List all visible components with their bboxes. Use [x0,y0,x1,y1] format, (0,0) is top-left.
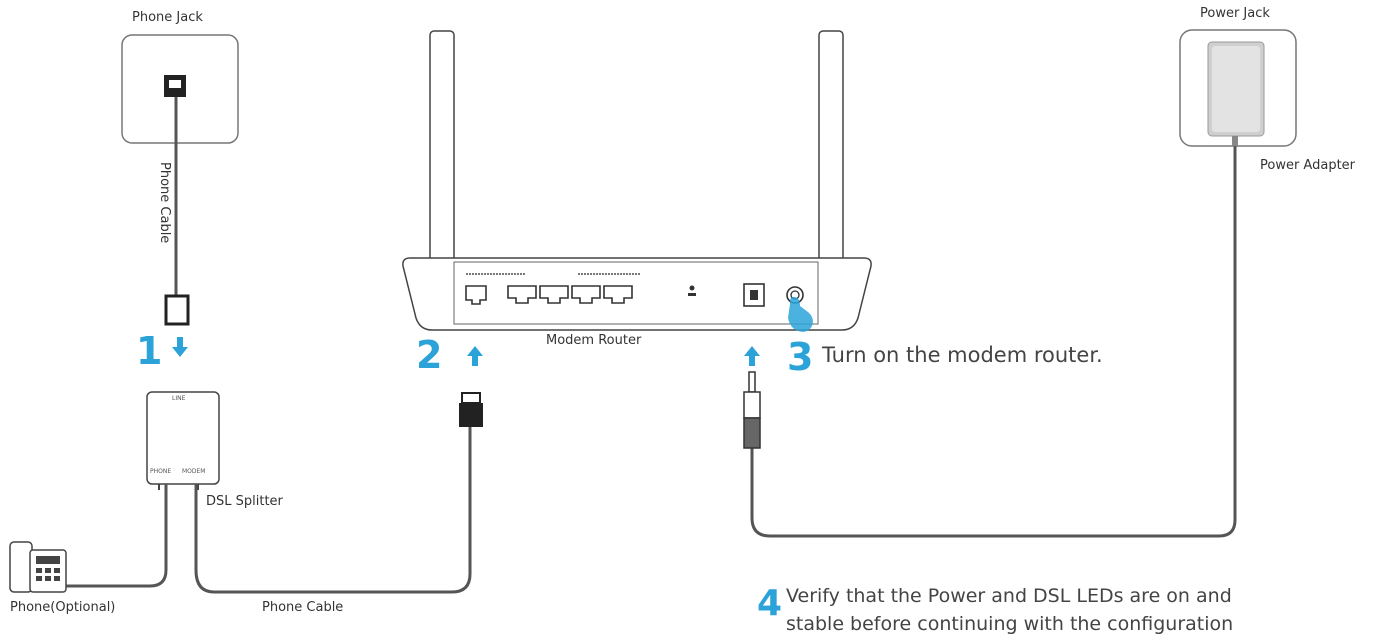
step-4-text-line1: Verify that the Power and DSL LEDs are o… [786,585,1232,607]
power-jack-device [1179,29,1297,147]
step-3-text: Turn on the modem router. [822,343,1103,367]
splitter-modem-label: MODEM [182,468,206,475]
dsl-splitter-device [146,391,220,490]
arrow-down-icon [172,337,188,357]
step-2-number: 2 [416,333,443,377]
power-plug [743,371,761,449]
phone-cable-bottom-label: Phone Cable [262,600,344,615]
splitter-phone-label: PHONE [150,468,172,475]
step-4-number: 4 [757,583,783,624]
splitter-line-label: LINE [172,395,186,402]
modem-router-label: Modem Router [546,333,642,348]
finger-pointer-icon [788,296,813,332]
power-adapter-label: Power Adapter [1260,158,1356,173]
phone-cable-bottom-line [194,426,472,594]
step-4-text-line2: stable before continuing with the config… [786,613,1234,635]
phone-optional-cable [55,484,168,588]
phone-optional-label: Phone(Optional) [10,600,116,615]
phone-cable-top-label: Phone Cable [157,162,172,244]
phone-plug-top [164,294,190,326]
arrow-up-icon [467,346,483,366]
phone-jack-device [121,34,239,144]
step-1-number: 1 [136,329,163,373]
arrow-up-icon [744,346,760,366]
dsl-splitter-label: DSL Splitter [206,494,283,509]
power-jack-label: Power Jack [1200,6,1270,21]
power-cable-line [750,146,1237,538]
phone-device [9,541,67,593]
phone-jack-label: Phone Jack [132,10,203,25]
modem-router-device [402,30,872,331]
step-3-number: 3 [787,335,814,379]
phone-plug-modem [459,392,483,427]
